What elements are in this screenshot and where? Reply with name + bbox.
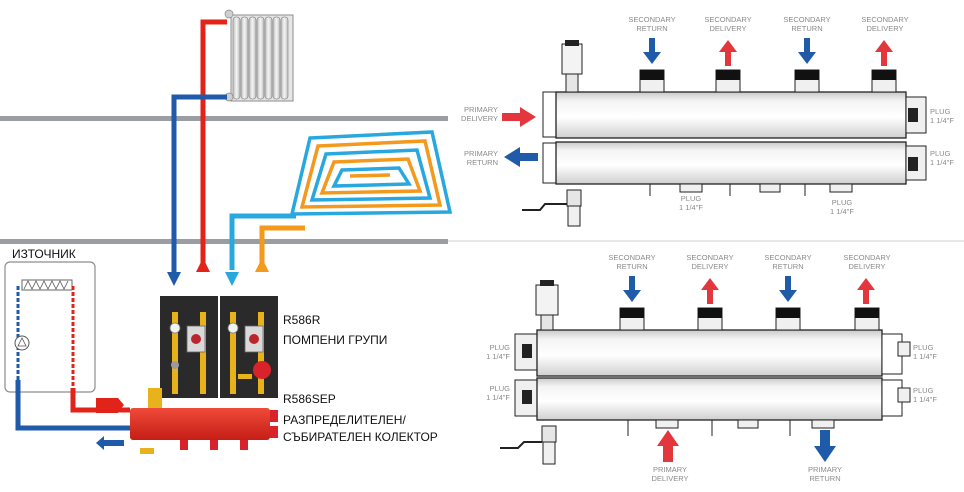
top-secondary-delivery-2: SECONDARY DELIVERY bbox=[861, 15, 909, 33]
arrow-right-red-top bbox=[502, 107, 536, 127]
down-arrow-cyan bbox=[225, 272, 239, 286]
mixing-valve bbox=[253, 361, 271, 379]
primary-return-pipe bbox=[15, 380, 130, 431]
arrow-left-blue-left bbox=[96, 436, 104, 450]
top-secondary-return-1: SECONDARY RETURN bbox=[628, 15, 676, 33]
radiator-return-pipe bbox=[171, 94, 227, 278]
top-secondary-delivery-1: SECONDARY DELIVERY bbox=[704, 15, 752, 33]
bottom-plug-left-lower: PLUG 1 1/4"F bbox=[486, 384, 510, 402]
floor-supply-pipe bbox=[259, 225, 305, 270]
arrow-up-red-top-1 bbox=[719, 40, 737, 66]
top-manifold-drawing bbox=[502, 38, 927, 227]
top-plug-bottom-2: PLUG 1 1/4"F bbox=[830, 198, 854, 216]
pump-group-2 bbox=[220, 296, 278, 398]
source-label: ИЗТОЧНИК bbox=[12, 247, 76, 261]
bottom-secondary-delivery-1: SECONDARY DELIVERY bbox=[686, 253, 734, 271]
floor-heating-coil-icon bbox=[289, 130, 453, 216]
radiator-icon bbox=[224, 9, 294, 102]
bottom-secondary-return-2: SECONDARY RETURN bbox=[764, 253, 812, 271]
bottom-secondary-return-1: SECONDARY RETURN bbox=[608, 253, 656, 271]
floor-line-upper bbox=[0, 116, 448, 121]
arrow-down-blue-primary bbox=[814, 430, 836, 462]
arrow-down-blue-bottom-1 bbox=[623, 276, 641, 302]
air-vent-icon bbox=[148, 388, 162, 408]
bottom-manifold-drawing bbox=[500, 276, 911, 465]
top-primary-delivery: PRIMARY DELIVERY bbox=[461, 105, 498, 123]
arrow-up-red-bottom-1 bbox=[701, 278, 719, 304]
bottom-secondary-delivery-2: SECONDARY DELIVERY bbox=[843, 253, 891, 271]
bottom-primary-return: PRIMARY RETURN bbox=[807, 465, 843, 483]
arrow-left-blue-top bbox=[504, 147, 538, 167]
bottom-primary-delivery: PRIMARY DELIVERY bbox=[651, 465, 689, 483]
up-arrow-orange bbox=[255, 258, 269, 272]
top-plug-right-upper: PLUG 1 1/4"F bbox=[930, 107, 954, 125]
top-primary-return: PRIMARY RETURN bbox=[463, 149, 498, 167]
arrow-up-red-bottom-2 bbox=[857, 278, 875, 304]
air-vent-icon-bottom bbox=[535, 284, 559, 316]
separator-manifold bbox=[130, 388, 278, 454]
top-secondary-return-2: SECONDARY RETURN bbox=[783, 15, 831, 33]
separator-label-line1: РАЗПРЕДЕЛИТЕЛЕН/ bbox=[283, 413, 406, 427]
separator-label-line2: СЪБИРАТЕЛЕН КОЛЕКТОР bbox=[283, 430, 438, 444]
boiler-icon bbox=[4, 261, 96, 393]
arrow-up-red-primary bbox=[657, 430, 679, 462]
pump-group-label: ПОМПЕНИ ГРУПИ bbox=[283, 333, 388, 347]
drain-valve-icon-top bbox=[566, 189, 582, 207]
floor-return-pipe bbox=[229, 213, 296, 270]
arrow-up-red-top-2 bbox=[875, 40, 893, 66]
up-arrow-red-1 bbox=[196, 258, 210, 272]
air-vent-icon-top bbox=[561, 43, 583, 75]
pump-group-1 bbox=[160, 296, 218, 398]
separator-code-label: R586SEP bbox=[283, 392, 336, 406]
bottom-plug-right-upper: PLUG 1 1/4"F bbox=[913, 343, 937, 361]
radiator-supply-pipe bbox=[200, 19, 227, 270]
arrow-down-blue-top-1 bbox=[643, 38, 661, 64]
bottom-plug-left-upper: PLUG 1 1/4"F bbox=[486, 343, 510, 361]
arrow-down-blue-bottom-2 bbox=[779, 276, 797, 302]
floor-line-lower bbox=[0, 239, 448, 244]
pump-code-label: R586R bbox=[283, 313, 321, 327]
top-plug-bottom-1: PLUG 1 1/4"F bbox=[679, 194, 703, 212]
drain-valve-icon bbox=[140, 448, 154, 454]
bottom-plug-right-lower: PLUG 1 1/4"F bbox=[913, 386, 937, 404]
top-plug-right-lower: PLUG 1 1/4"F bbox=[930, 149, 954, 167]
arrow-right-red-left bbox=[96, 398, 118, 413]
arrow-down-blue-top-2 bbox=[798, 38, 816, 64]
down-arrow-blue-1 bbox=[167, 272, 181, 286]
drain-valve-icon-bottom bbox=[541, 425, 557, 443]
boiler-pump-icon bbox=[14, 335, 30, 351]
